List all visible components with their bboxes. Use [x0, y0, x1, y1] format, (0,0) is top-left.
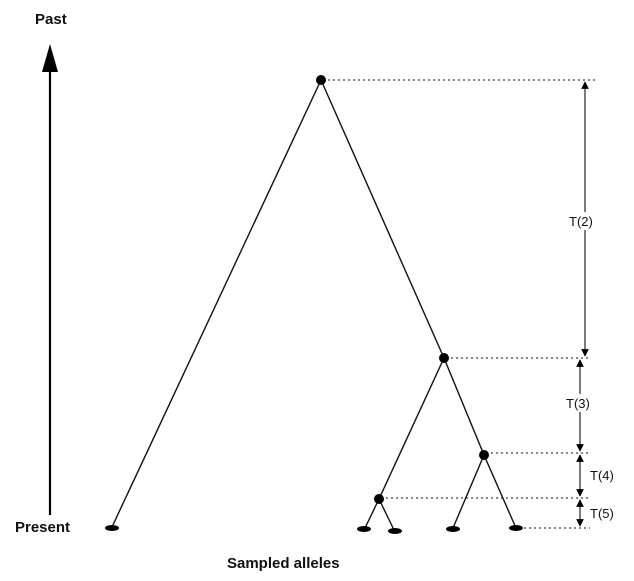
coalescence-node-2 [439, 353, 449, 363]
interval-label-t2: T(2) [569, 214, 593, 229]
sampled-allele-4 [446, 526, 460, 532]
edge-node2-node3 [443, 357, 485, 456]
time-arrow-head [42, 44, 58, 72]
edge-node4-tip2 [364, 498, 380, 529]
sampled-allele-5 [509, 525, 523, 531]
coalescence-node-4 [374, 494, 384, 504]
edge-node2-node4 [378, 357, 445, 500]
edge-root-node2 [320, 79, 445, 359]
edge-node4-tip3 [378, 498, 395, 531]
interval-label-bg-t2 [569, 212, 603, 230]
coalescence-node-3 [479, 450, 489, 460]
coalescence-node-root [316, 75, 326, 85]
interval-label-t4: T(4) [590, 468, 614, 483]
interval-label-t5: T(5) [590, 506, 614, 521]
interval-label-t3: T(3) [566, 396, 590, 411]
sampled-allele-3 [388, 528, 402, 534]
sampled-allele-2 [357, 526, 371, 532]
sampled-alleles-caption: Sampled alleles [227, 555, 340, 572]
interval-label-bg-t3 [565, 394, 599, 412]
sampled-allele-1 [105, 525, 119, 531]
present-label: Present [15, 519, 70, 536]
past-label: Past [35, 11, 67, 28]
edge-node3-tip5 [483, 454, 517, 529]
edge-node3-tip4 [452, 454, 485, 529]
edge-root-left [111, 79, 322, 528]
